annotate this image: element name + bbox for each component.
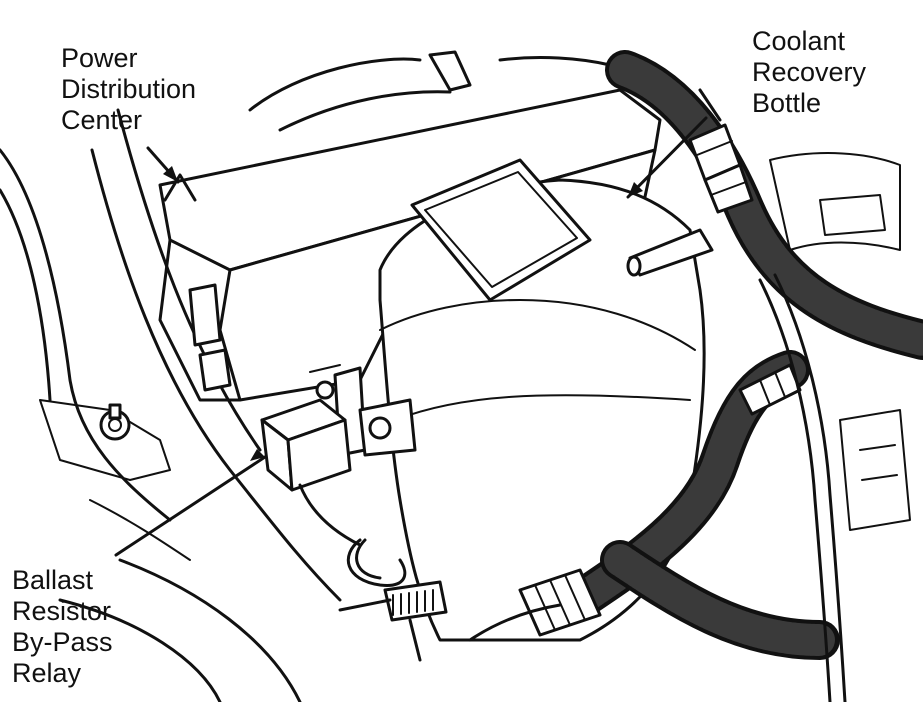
label-pdc-line-1: Power [61,43,138,73]
label-brr-line-3: By-Pass [12,627,113,657]
label-brr-line-1: Ballast [12,565,94,595]
leader-brr [114,455,267,557]
arrowhead-crb [628,182,643,197]
label-pdc-line-2: Distribution [61,74,197,104]
tube-line [758,273,847,702]
label-crb-line-1: Coolant [752,26,846,56]
label-power-distribution-center: Power Distribution Center [61,43,196,136]
leader-crb [626,116,708,199]
ballast-resistor-bypass-relay [260,398,362,547]
label-brr-line-2: Resistor [12,596,112,626]
upper-right-hose [605,50,923,360]
arrowhead-brr [250,449,265,461]
label-coolant-recovery-bottle: Coolant Recovery Bottle [752,26,866,119]
label-ballast-resistor-bypass-relay: Ballast Resistor By-Pass Relay [12,565,113,689]
left-engine-outlines [0,108,342,702]
label-crb-line-3: Bottle [752,88,822,118]
arrowhead-pdc [163,166,178,182]
coolant-recovery-bottle [378,158,714,642]
nut-bolt-left [99,403,131,441]
top-background-lines [248,50,612,132]
label-crb-line-2: Recovery [752,57,867,87]
label-pdc-line-3: Center [61,105,143,135]
heater-hose-fittings [468,568,602,642]
hose-coupling-upper [688,123,754,214]
label-brr-line-4: Relay [12,658,82,688]
relay-wiring-connector [338,538,448,662]
right-engine-outlines [698,88,911,531]
